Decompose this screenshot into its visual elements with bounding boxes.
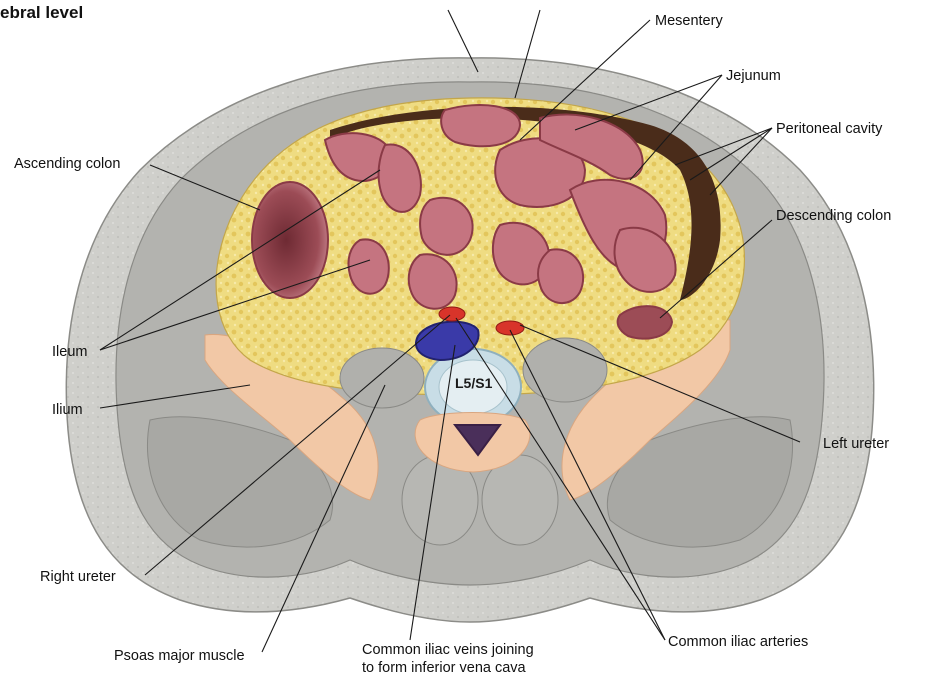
label-common-iliac-veins-line2: to form inferior vena cava [362,660,527,676]
label-peritoneal-cavity: Peritoneal cavity [776,121,883,137]
figure-title: ebral level [0,3,83,22]
label-common-iliac-arteries: Common iliac arteries [668,634,808,650]
common-iliac-artery-left [439,307,465,321]
label-ascending-colon: Ascending colon [14,156,120,172]
label-left-ureter: Left ureter [823,436,889,452]
psoas-left [340,348,424,408]
label-ilium: Ilium [52,402,83,418]
label-jejunum: Jejunum [726,68,781,84]
label-mesentery: Mesentery [655,13,723,29]
label-psoas-major: Psoas major muscle [114,648,245,664]
descending-colon-shape [618,306,672,339]
label-common-iliac-veins-line1: Common iliac veins joining [362,642,534,658]
label-descending-colon: Descending colon [776,208,891,224]
common-iliac-artery-right [496,321,524,335]
label-right-ureter: Right ureter [40,569,116,585]
vertebra-label: L5/S1 [455,375,493,391]
label-ileum: Ileum [52,344,87,360]
ascending-colon-shape [252,182,328,298]
psoas-right [523,338,607,402]
